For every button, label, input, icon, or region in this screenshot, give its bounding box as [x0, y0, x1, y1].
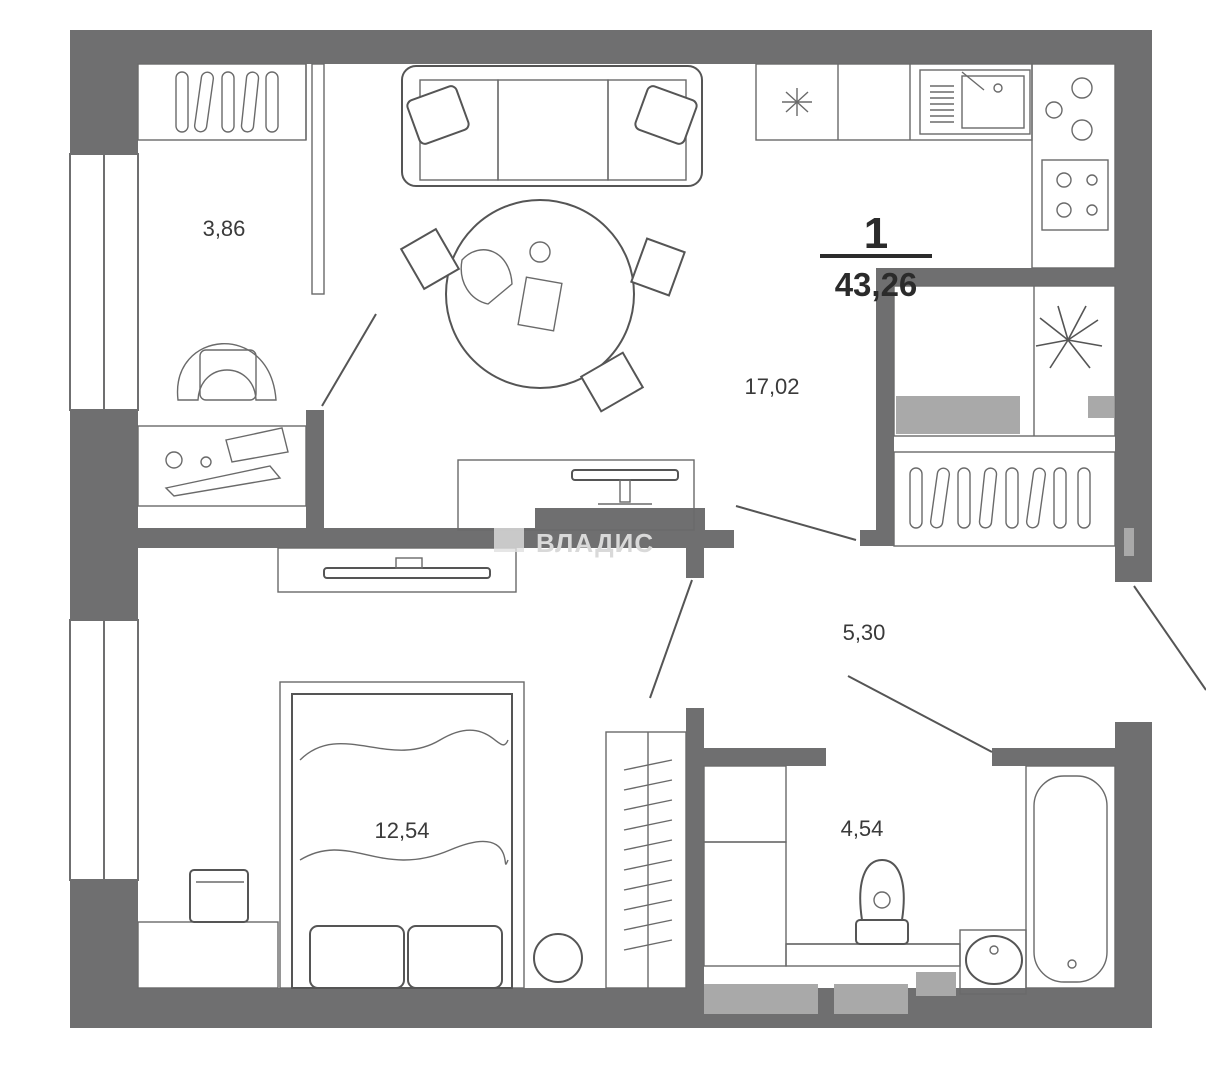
area-labels: 3,86 17,02 5,30 12,54 4,54	[203, 216, 886, 843]
bathtub-icon	[1025, 765, 1116, 989]
interior-walls	[138, 268, 1152, 1028]
decor-icon	[1045, 77, 1093, 141]
exterior-walls	[70, 30, 1152, 1028]
stove-icon	[1041, 159, 1109, 231]
room-area-kitchen-living: 17,02	[744, 374, 799, 399]
kitchen-counter-icon	[755, 63, 1116, 369]
closet-hangers-icon	[909, 467, 1091, 529]
sofa-icon	[401, 65, 703, 187]
apartment-summary: 1 43,26	[820, 209, 932, 303]
laundry-niche	[893, 285, 1134, 556]
rooms-count: 1	[864, 209, 888, 258]
sink-icon	[919, 69, 1031, 135]
wardrobe-room	[137, 63, 325, 507]
armchair-icon	[177, 343, 277, 401]
plant-icon	[1035, 305, 1103, 369]
room-area-wardrobe: 3,86	[203, 216, 246, 241]
bathroom-fixtures	[703, 765, 1116, 1014]
tv-console-icon	[457, 459, 695, 531]
bathroom-door-icon	[847, 675, 993, 753]
wardrobe-door-icon	[321, 313, 377, 407]
entrance-door-icon	[1133, 585, 1206, 691]
desk-items-icon	[164, 427, 289, 497]
living-door-icon	[735, 505, 857, 541]
bedroom-door-icon	[649, 579, 693, 699]
tv-bedroom-icon	[277, 547, 517, 593]
washbasin-icon	[959, 929, 1027, 995]
bedroom-wardrobe-icon	[605, 731, 687, 989]
nightstand-icon	[137, 869, 279, 989]
windows	[69, 153, 139, 881]
watermark: ВЛАДИС	[494, 528, 654, 558]
round-table-icon	[533, 933, 583, 983]
room-area-bathroom: 4,54	[841, 816, 884, 841]
watermark-text: ВЛАДИС	[536, 528, 654, 558]
dining-table-icon	[399, 199, 686, 413]
total-area: 43,26	[835, 266, 918, 303]
bed-icon	[279, 681, 525, 989]
room-area-bedroom: 12,54	[374, 818, 429, 843]
hangers-icon	[175, 71, 279, 133]
toilet-icon	[855, 858, 909, 945]
fridge-icon	[782, 88, 812, 116]
room-area-hall: 5,30	[843, 620, 886, 645]
